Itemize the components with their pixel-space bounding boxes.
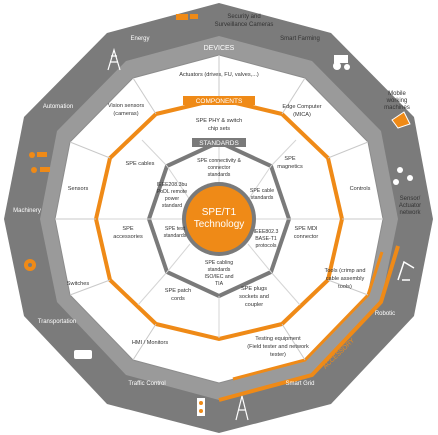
standard-connectivity-3: standards <box>208 172 231 178</box>
standard-ieee-3: protocols <box>255 243 276 249</box>
standard-test-1: SPE test <box>165 226 186 232</box>
device-testing-1: Testing equipment <box>255 336 301 342</box>
standard-cable-2: standards <box>251 195 274 201</box>
train-icon <box>74 350 92 359</box>
device-hmi: HMI / Monitors <box>132 340 169 346</box>
component-dividers <box>98 139 340 338</box>
standard-ieee-1: IEEE802.3 <box>254 229 279 235</box>
components-label-bg <box>183 96 255 105</box>
app-label-machinery: Machinery <box>13 208 41 214</box>
app-label-mobile-2: working <box>386 98 408 104</box>
component-mdi-2: connector <box>294 234 319 240</box>
device-vision-2: (cameras) <box>113 111 138 117</box>
component-magnetics-2: magnetics <box>277 164 303 170</box>
accessory-highlight-inner <box>232 251 384 381</box>
standard-dividers <box>149 142 289 273</box>
standard-cabling-4: TIA <box>215 281 224 287</box>
app-label-energy: Energy <box>130 36 149 42</box>
accessory-highlight <box>218 245 400 402</box>
app-label-automation: Automation <box>43 104 73 110</box>
component-phy-2: chip sets <box>208 126 230 132</box>
app-label-robotic: Robotic <box>375 311 395 317</box>
app-label-sensor-3: network <box>399 210 421 216</box>
app-label-sensor-1: Sensor/ <box>400 196 421 202</box>
app-label-traffic: Traffic Control <box>128 381 165 387</box>
device-testing-3: tester) <box>270 352 286 358</box>
standards-ring-label: STANDARDS <box>199 140 239 147</box>
device-tools-1: Tools (crimp and <box>324 268 365 274</box>
device-controls: Controls <box>350 186 371 192</box>
component-phy-1: SPE PHY & switch <box>196 118 243 124</box>
tractor-icon <box>333 55 350 70</box>
automation-icon <box>29 152 50 173</box>
component-cables: SPE cables <box>126 161 155 167</box>
app-label-smart-grid: Smart Grid <box>285 381 314 387</box>
device-dividers <box>55 55 383 361</box>
component-patch-2: cords <box>171 296 185 302</box>
standard-connectivity-1: SPE connectivity & <box>197 158 241 164</box>
device-switches: Switches <box>67 281 90 287</box>
energy-icon <box>107 47 121 71</box>
sensor-network-icon <box>393 167 413 185</box>
standards-label-bg <box>192 138 246 147</box>
device-testing-2: (Field tester and network <box>247 344 309 350</box>
app-label-mobile-1: Mobile <box>388 91 406 97</box>
component-plugs-1: SPE plugs <box>241 286 267 292</box>
device-sensors: Sensors <box>68 186 89 192</box>
device-tools-3: tools) <box>338 284 352 290</box>
device-tools-2: cable assembly <box>326 276 365 282</box>
robot-arm-icon <box>397 260 415 281</box>
devices-ring-label: DEVICES <box>204 45 235 52</box>
standard-cable-1: SPE cable <box>250 188 274 194</box>
center-hub-inner <box>186 186 252 252</box>
app-label-security-line2: Surveillance Cameras <box>215 22 274 28</box>
component-patch-1: SPE patch <box>165 288 191 294</box>
standard-podl-1: IEEE208.3bu <box>157 182 188 188</box>
app-label-transportation: Transportation <box>38 319 76 325</box>
standard-podl-2: PoDL remote <box>157 189 187 195</box>
standard-connectivity-2: connector <box>208 165 231 171</box>
component-plugs-3: coupler <box>245 302 263 308</box>
excavator-icon <box>391 111 411 129</box>
device-edge-2: (MICA) <box>293 112 311 118</box>
app-label-sensor-2: Actuator <box>399 203 421 209</box>
component-mdi-1: SPE MDI <box>294 226 317 232</box>
device-actuators: Actuators (drives, FU, valves,...) <box>179 72 259 78</box>
center-title-line2: Technology <box>194 219 245 230</box>
device-vision-1: Vision sensors <box>108 103 144 109</box>
standard-podl-3: power <box>165 196 179 202</box>
component-magnetics-1: SPE <box>284 156 295 162</box>
camera-icon <box>176 14 198 20</box>
app-label-smart-farming: Smart Farming <box>280 36 320 42</box>
gear-machine-icon <box>24 259 36 271</box>
app-label-security-line: Security and <box>227 14 260 20</box>
component-accessories-1: SPE <box>122 226 133 232</box>
center-title-line1: SPE/T1 <box>202 207 237 218</box>
components-ring-label: COMPONENTS <box>196 98 243 105</box>
standard-cabling-3: ISO/IEC and <box>204 274 233 280</box>
standard-cabling-2: standards <box>208 267 231 273</box>
app-label-mobile-3: machines <box>384 105 410 111</box>
component-plugs-2: sockets and <box>239 294 269 300</box>
traffic-light-icon <box>197 398 205 416</box>
standard-ieee-2: BASE-T1 <box>255 236 277 242</box>
standard-podl-4: standard <box>162 203 182 209</box>
component-accessories-2: accessories <box>113 234 143 240</box>
standard-cabling-1: SPE cabling <box>205 260 233 266</box>
smart-grid-icon <box>235 395 249 421</box>
device-edge-1: Edge Computer <box>282 104 321 110</box>
standard-test-2: standards <box>164 233 187 239</box>
